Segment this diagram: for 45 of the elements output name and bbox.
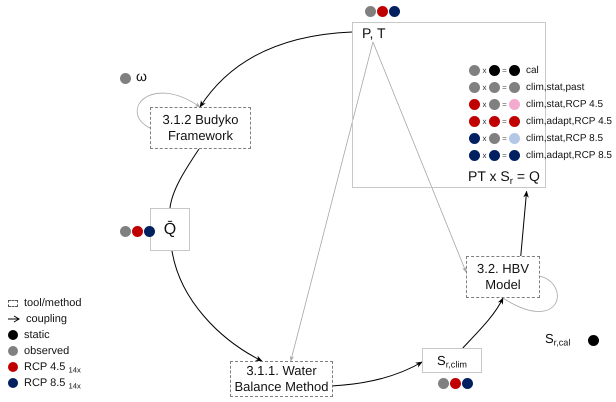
arrow xyxy=(290,42,374,362)
node-label: S$_{r,clim}$ xyxy=(437,352,467,368)
operator-symbol: x xyxy=(482,150,488,160)
arrow xyxy=(136,92,200,128)
scenario-label: clim,stat,RCP 4.5 xyxy=(526,98,604,110)
arrow xyxy=(200,31,352,108)
operator-symbol: = xyxy=(501,134,508,142)
method-box xyxy=(150,107,251,149)
scenario-label: cal xyxy=(526,64,539,76)
equation-text: PT x S$_{r}$ = Q xyxy=(468,169,540,184)
operator-symbol: x xyxy=(482,116,488,126)
operator-symbol: = xyxy=(501,116,508,126)
variable-box xyxy=(150,208,190,251)
parameter-label: S$_{r,cal}$ xyxy=(545,331,570,346)
variable-box xyxy=(422,348,482,373)
scenario-label: clim,adapt,RCP 4.5 xyxy=(526,116,612,126)
variable-label: P, T xyxy=(362,26,386,42)
method-box xyxy=(466,256,540,298)
node-label: 3.1.1. Water Balance Method xyxy=(234,363,330,395)
arrow xyxy=(172,250,263,362)
scenario-label: clim,stat,RCP 8.5 xyxy=(526,132,604,144)
arrow xyxy=(520,190,529,256)
legend-label: coupling xyxy=(26,313,67,325)
legend-label: RCP 4.5 $_{14x}$ xyxy=(24,361,81,373)
operator-symbol: = xyxy=(501,82,508,92)
node-label: Q̄ xyxy=(164,222,176,238)
operator-symbol: x xyxy=(482,82,488,92)
operator-symbol: x xyxy=(482,134,488,142)
arrow xyxy=(462,297,504,348)
scenario-label: clim,stat,past xyxy=(526,82,584,92)
legend-label: tool/method xyxy=(24,297,82,309)
operator-symbol: x xyxy=(482,100,488,108)
legend-label: RCP 8.5 $_{14x}$ xyxy=(24,377,81,389)
legend-label: observed xyxy=(24,345,70,357)
operator-symbol: = xyxy=(501,150,508,160)
arrow xyxy=(372,42,466,272)
node-label: 3.1.2 Budyko Framework xyxy=(162,112,240,144)
operator-symbol: = xyxy=(501,100,508,108)
operator-symbol: x xyxy=(482,66,488,74)
scenario-label: clim,adapt,RCP 8.5 xyxy=(526,150,612,160)
node-label: 3.2. HBV Model xyxy=(476,261,530,293)
operator-symbol: = xyxy=(501,66,508,74)
arrow xyxy=(332,362,423,386)
parameter-label: ω xyxy=(136,68,147,84)
legend-label: static xyxy=(24,329,50,341)
